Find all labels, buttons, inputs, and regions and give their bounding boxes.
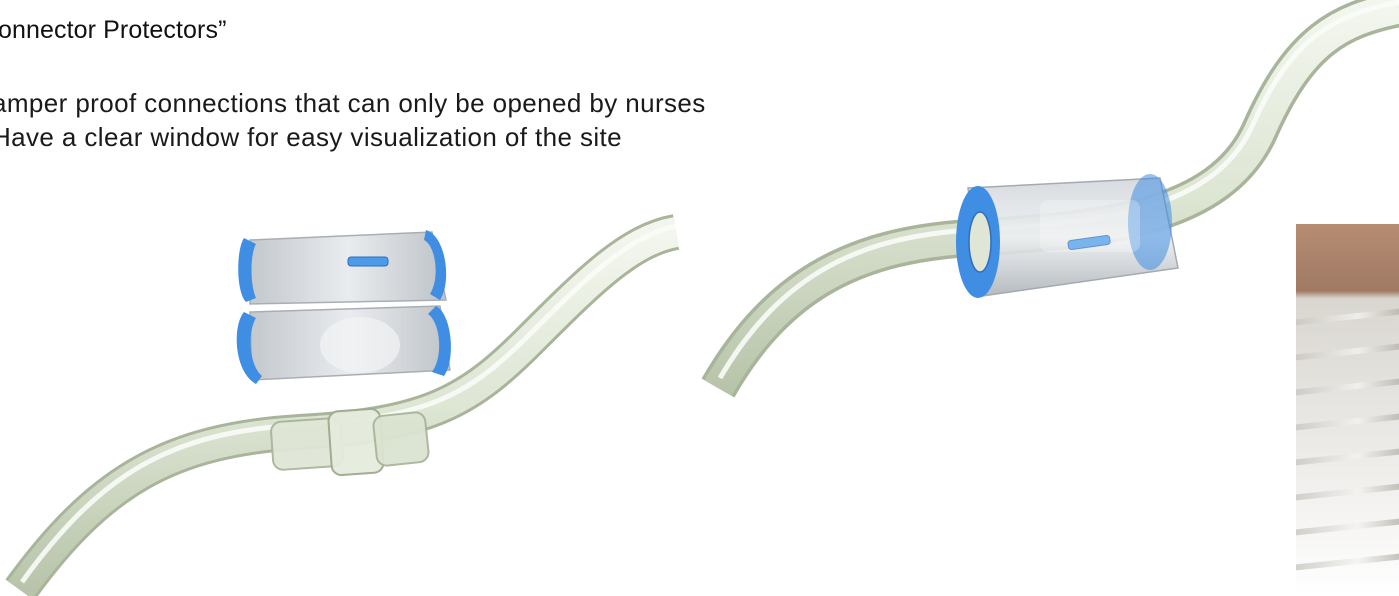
cropped-photo [1296, 224, 1399, 596]
closed-protector [956, 174, 1178, 298]
clip-top [348, 257, 388, 266]
open-connector-protector-illustration [0, 0, 700, 596]
protector-top-half [238, 230, 446, 304]
protector-bottom-half [237, 306, 451, 384]
closed-connector-protector-illustration [700, 0, 1399, 400]
